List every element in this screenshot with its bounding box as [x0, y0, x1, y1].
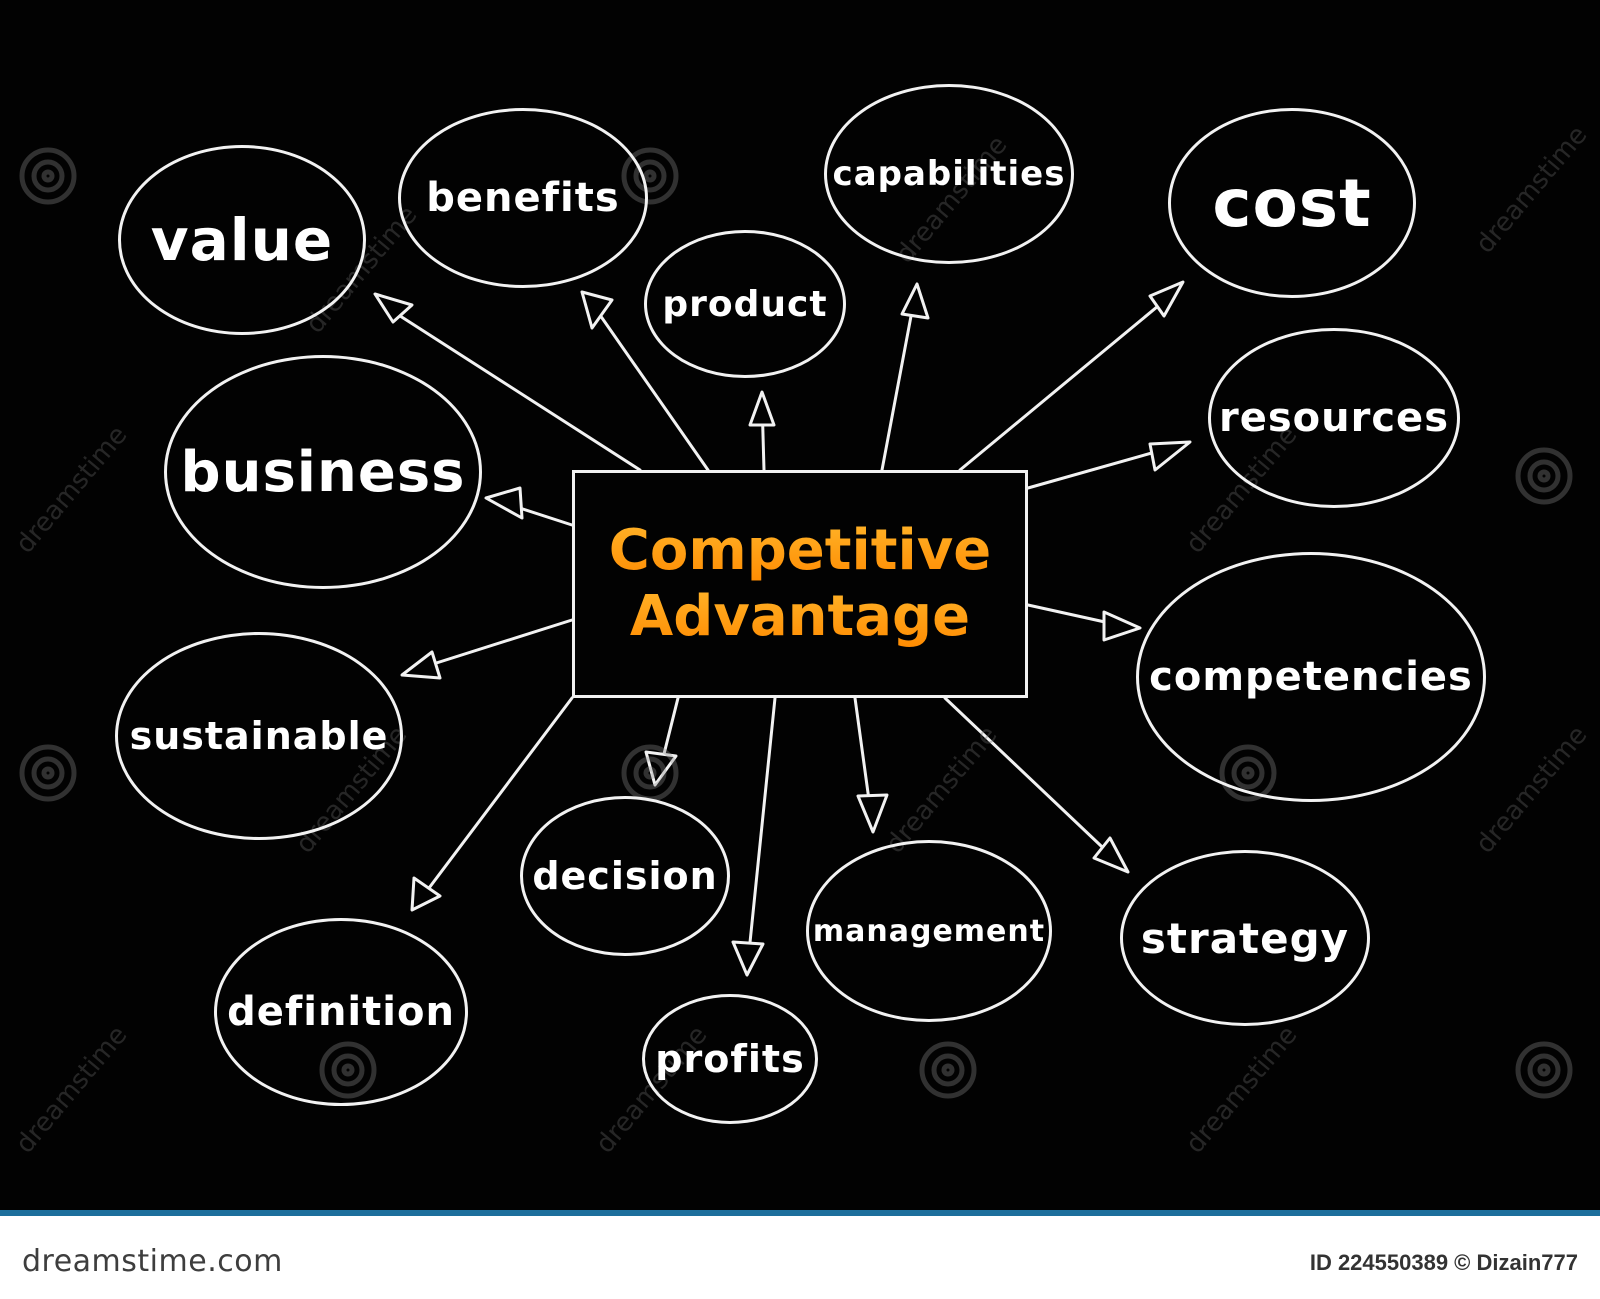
- arrowhead-competencies: [1102, 610, 1142, 642]
- node-resources-label: resources: [1219, 395, 1449, 441]
- arrowhead-resources: [1148, 440, 1192, 472]
- node-value: value: [118, 145, 366, 335]
- node-business: business: [164, 355, 482, 589]
- watermark-spiral-icon: [1515, 1041, 1573, 1099]
- watermark-spiral-icon: [19, 744, 77, 802]
- arrow-to-strategy: [943, 696, 1120, 864]
- arrowhead-cost: [1148, 280, 1185, 318]
- watermark-spiral-icon: [1515, 447, 1573, 505]
- arrowhead-business: [484, 486, 524, 520]
- node-strategy: strategy: [1120, 850, 1370, 1026]
- node-decision-label: decision: [532, 854, 718, 898]
- node-capabilities-label: capabilities: [832, 154, 1066, 194]
- footer-bar: dreamstime.com ID 224550389 © Dizain777: [0, 1210, 1600, 1299]
- arrowhead-management: [856, 793, 889, 834]
- node-business-label: business: [180, 439, 466, 505]
- node-cost: cost: [1168, 108, 1416, 298]
- arrow-to-benefits: [591, 303, 710, 472]
- brand-logo-text[interactable]: dreamstime.com: [22, 1244, 283, 1279]
- node-benefits: benefits: [398, 108, 648, 288]
- arrow-to-value: [381, 303, 642, 472]
- watermark-spiral-icon: [621, 744, 679, 802]
- arrowhead-product: [748, 390, 776, 427]
- arrowhead-definition: [410, 876, 442, 912]
- arrowhead-sustainable: [400, 650, 442, 680]
- node-decision: decision: [520, 796, 730, 956]
- image-credit: ID 224550389 © Dizain777: [1309, 1250, 1578, 1275]
- node-strategy-label: strategy: [1140, 913, 1350, 963]
- arrowhead-capabilities: [900, 282, 930, 320]
- node-definition-label: definition: [227, 989, 455, 1035]
- node-benefits-label: benefits: [426, 175, 620, 221]
- node-profits-label: profits: [655, 1037, 805, 1081]
- node-capabilities: capabilities: [824, 84, 1074, 264]
- arrowhead-strategy: [1092, 836, 1130, 874]
- node-management-label: management: [812, 913, 1046, 949]
- node-product-label: product: [662, 283, 828, 325]
- node-competencies-label: competencies: [1149, 654, 1473, 700]
- arrow-to-profits: [746, 696, 777, 964]
- watermark-spiral-icon: [919, 1041, 977, 1099]
- footer-accent-bar: [0, 1210, 1600, 1216]
- node-sustainable: sustainable: [115, 632, 403, 840]
- arrowhead-value: [373, 292, 414, 324]
- node-cost-label: cost: [1212, 164, 1372, 242]
- arrow-to-cost: [958, 290, 1177, 472]
- mind-map-canvas: dreamstime dreamstime dreamstime dreamst…: [10, 84, 1594, 1160]
- node-product: product: [644, 230, 846, 378]
- node-value-label: value: [150, 206, 334, 274]
- node-resources: resources: [1208, 328, 1460, 508]
- central-topic-line2: Advantage: [629, 584, 971, 649]
- node-management: management: [806, 840, 1052, 1022]
- node-competencies: competencies: [1136, 552, 1486, 802]
- arrowhead-benefits: [580, 290, 614, 330]
- arrowhead-profits: [731, 940, 765, 977]
- node-definition: definition: [214, 918, 468, 1106]
- connector-layer: [373, 280, 1192, 977]
- central-topic-line1: Competitive: [608, 518, 992, 583]
- arrow-to-capabilities: [880, 293, 917, 472]
- node-profits: profits: [642, 994, 818, 1124]
- node-sustainable-label: sustainable: [129, 714, 389, 758]
- central-topic-box: Competitive Advantage: [572, 470, 1028, 698]
- arrowhead-decision: [644, 750, 678, 787]
- arrow-to-definition: [418, 696, 574, 902]
- watermark-spiral-icon: [19, 147, 77, 205]
